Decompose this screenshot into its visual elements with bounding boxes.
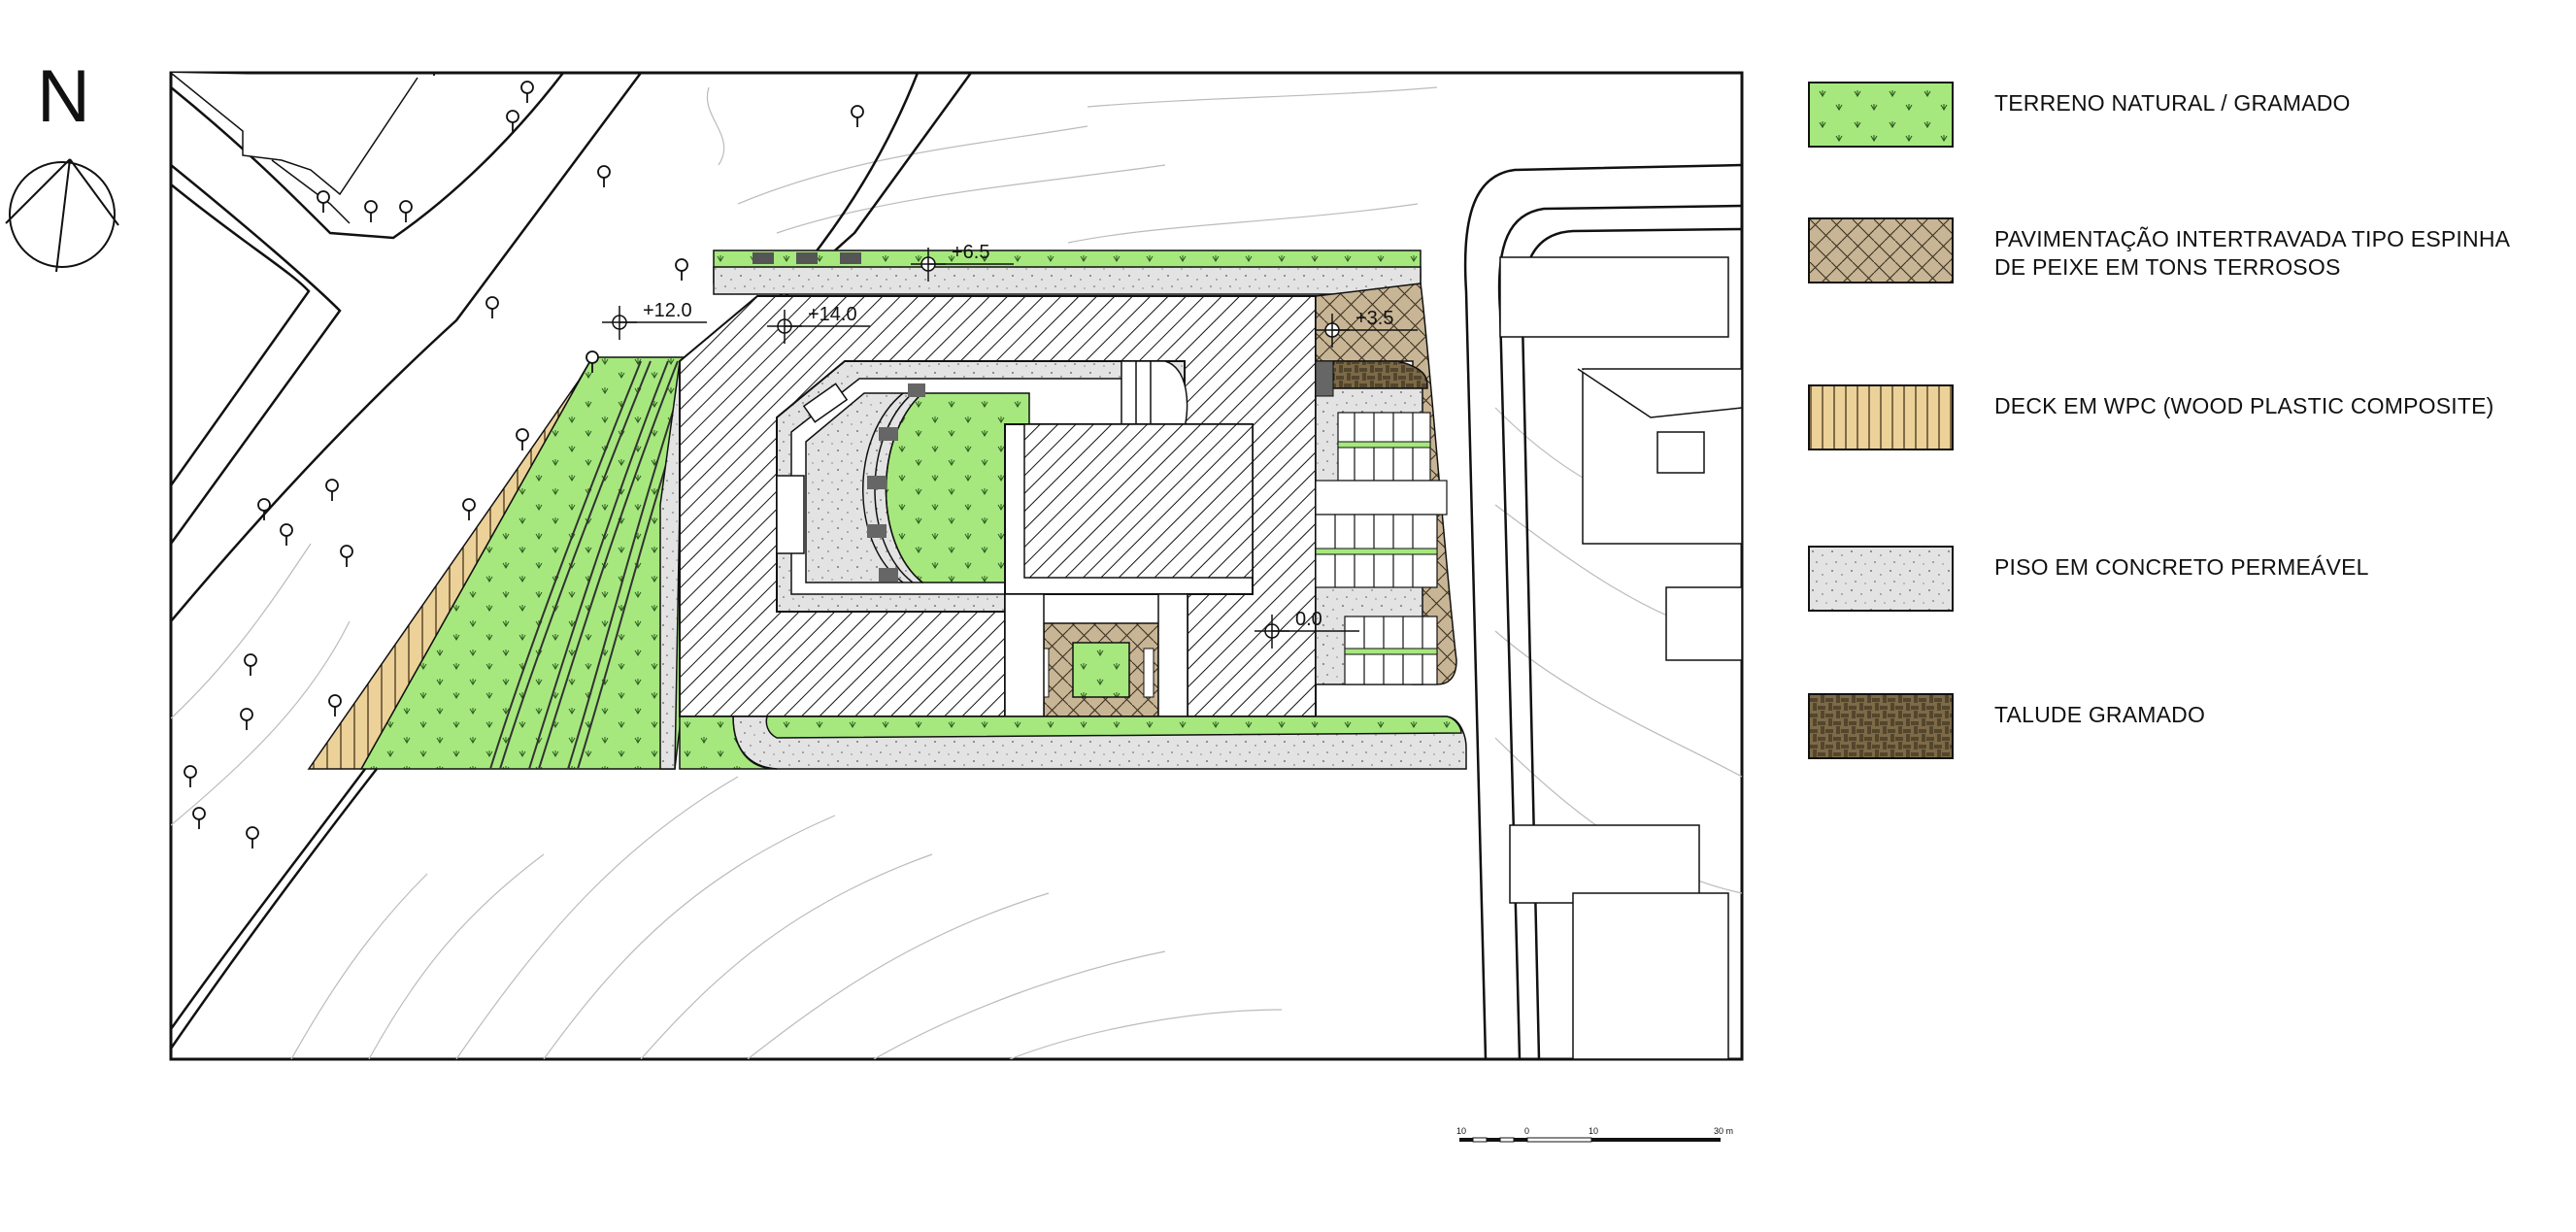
scale-tick-30: 30 m bbox=[1714, 1126, 1733, 1136]
neighbor-buildings bbox=[1499, 256, 1742, 1059]
bench-marks-north bbox=[753, 252, 861, 264]
legend-label-deck: DECK EM WPC (WOOD PLASTIC COMPOSITE) bbox=[1994, 393, 2494, 418]
swatch-grass bbox=[1808, 82, 1954, 148]
swatch-concrete bbox=[1808, 546, 1954, 612]
amphitheater-seats bbox=[867, 383, 925, 582]
swatch-deck bbox=[1808, 384, 1954, 450]
courtyard-grass bbox=[1072, 642, 1130, 698]
scale-tick-0: 0 bbox=[1524, 1126, 1529, 1136]
legend-label-paver: PAVIMENTAÇÃO INTERTRAVADA TIPO ESPINHA D… bbox=[1994, 226, 2511, 280]
concrete-north bbox=[713, 266, 1422, 295]
elevation-label-14: +14.0 bbox=[808, 304, 857, 325]
swatch-slope bbox=[1808, 693, 1954, 759]
amphitheater-steps bbox=[862, 392, 923, 583]
elev-mark-1 bbox=[602, 306, 707, 340]
plaza-side-block bbox=[776, 475, 805, 554]
swatch-paver bbox=[1808, 217, 1954, 283]
elevation-label-12: +12.0 bbox=[643, 300, 692, 321]
legend-label-grass: TERRENO NATURAL / GRAMADO bbox=[1994, 90, 2351, 116]
street-trees bbox=[184, 73, 864, 849]
grass-south bbox=[679, 716, 778, 770]
slope-east bbox=[1320, 360, 1428, 389]
upper-left-buildings bbox=[171, 73, 418, 224]
legend-label-concrete: PISO EM CONCRETO PERMEÁVEL bbox=[1994, 554, 2369, 580]
scale-tick-10-left: 10 bbox=[1456, 1126, 1466, 1136]
elev-mark-2 bbox=[767, 310, 870, 344]
elevation-label-6-5: +6.5 bbox=[952, 242, 989, 263]
elevation-label-0: 0.0 bbox=[1295, 609, 1322, 630]
parking-grass-strips bbox=[1315, 441, 1438, 655]
elevation-label-3-5: +3.5 bbox=[1355, 308, 1393, 329]
grass-south-strip bbox=[765, 716, 1462, 739]
elev-mark-4 bbox=[1315, 314, 1418, 348]
scale-bar: 10 0 10 30 m bbox=[1456, 1126, 1733, 1143]
elev-mark-3 bbox=[911, 248, 1014, 282]
central-building-roof bbox=[1023, 423, 1254, 579]
plaza-side-block-2 bbox=[802, 383, 849, 423]
elev-mark-5 bbox=[1255, 615, 1359, 649]
legend-label-slope: TALUDE GRAMADO bbox=[1994, 702, 2206, 727]
stairs-top bbox=[1121, 360, 1188, 428]
elevation-markers bbox=[602, 248, 1418, 649]
scale-tick-10: 10 bbox=[1589, 1126, 1598, 1136]
north-letter: N bbox=[37, 55, 90, 138]
north-arrow bbox=[5, 158, 119, 273]
east-dark-block bbox=[1315, 360, 1334, 397]
